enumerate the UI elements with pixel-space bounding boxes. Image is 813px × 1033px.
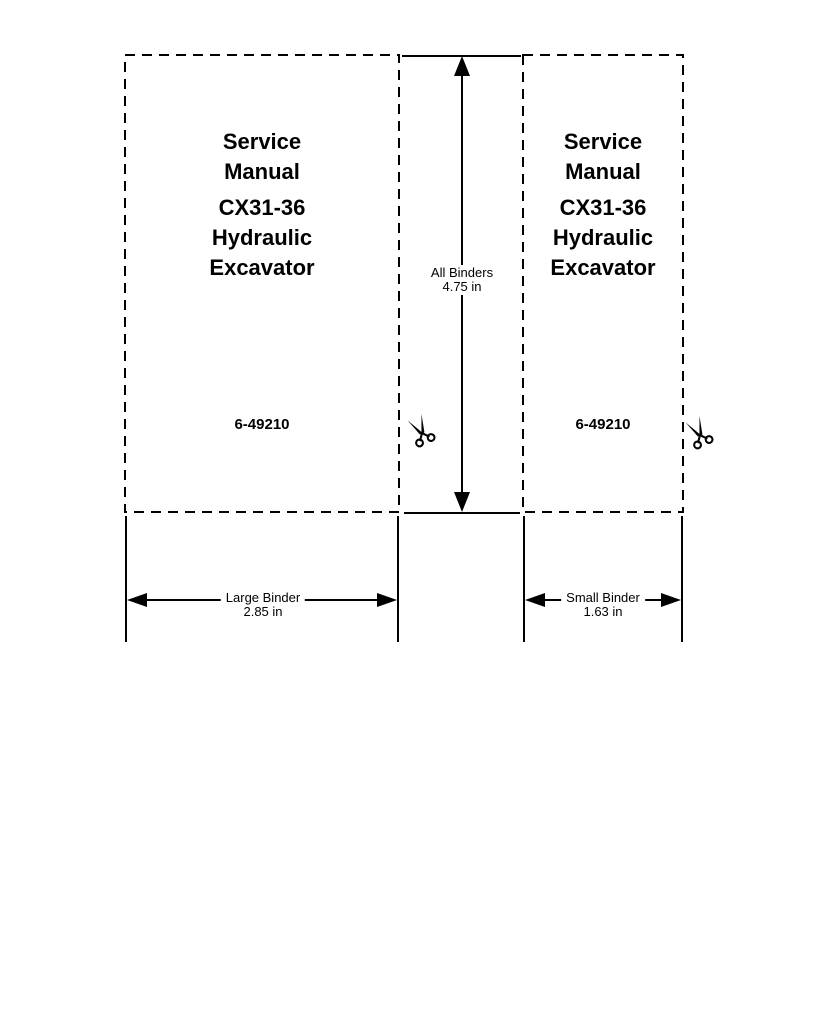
small-binder-label-text: Service Manual CX31-36 Hydraulic Excavat… bbox=[523, 127, 683, 283]
label-title: Service Manual bbox=[125, 127, 399, 187]
dimension-value: 4.75 in bbox=[442, 279, 482, 294]
arrowhead-right bbox=[377, 593, 397, 607]
label-model-line: Hydraulic bbox=[211, 225, 313, 250]
small-binder-cut-outline bbox=[522, 54, 684, 513]
label-title-line: Manual bbox=[565, 159, 641, 184]
large-binder-label-text: Service Manual CX31-36 Hydraulic Excavat… bbox=[125, 127, 399, 283]
arrowhead-left bbox=[525, 593, 545, 607]
label-model: CX31-36 Hydraulic Excavator bbox=[523, 193, 683, 283]
label-model: CX31-36 Hydraulic Excavator bbox=[125, 193, 399, 283]
scissors-icon bbox=[404, 411, 437, 449]
large-binder-part-number: 6-49210 bbox=[234, 416, 290, 433]
label-model-line: Excavator bbox=[209, 255, 315, 280]
label-title-line: Manual bbox=[224, 159, 300, 184]
arrowhead-up bbox=[454, 56, 470, 76]
dimension-name: Large Binder bbox=[225, 590, 301, 605]
label-model-line: Hydraulic bbox=[552, 225, 654, 250]
dimension-value: 1.63 in bbox=[583, 604, 623, 619]
dimension-name: Small Binder bbox=[566, 590, 640, 605]
label-title-line: Service bbox=[222, 129, 302, 154]
arrowhead-right bbox=[661, 593, 681, 607]
label-model-line: CX31-36 bbox=[218, 195, 306, 220]
small-binder-part-number: 6-49210 bbox=[575, 416, 631, 433]
scissors-icon bbox=[682, 413, 715, 451]
arrowhead-left bbox=[127, 593, 147, 607]
all-binders-dimension-label: All Binders 4.75 in bbox=[425, 265, 499, 295]
dimension-value: 2.85 in bbox=[243, 604, 283, 619]
large-binder-cut-outline bbox=[124, 54, 400, 513]
label-model-line: CX31-36 bbox=[559, 195, 647, 220]
label-title: Service Manual bbox=[523, 127, 683, 187]
arrowhead-down bbox=[454, 492, 470, 512]
small-binder-dimension-label: Small Binder 1.63 in bbox=[561, 590, 645, 620]
label-model-line: Excavator bbox=[550, 255, 656, 280]
label-title-line: Service bbox=[563, 129, 643, 154]
dimension-name: All Binders bbox=[430, 265, 494, 280]
large-binder-dimension-label: Large Binder 2.85 in bbox=[220, 590, 306, 620]
